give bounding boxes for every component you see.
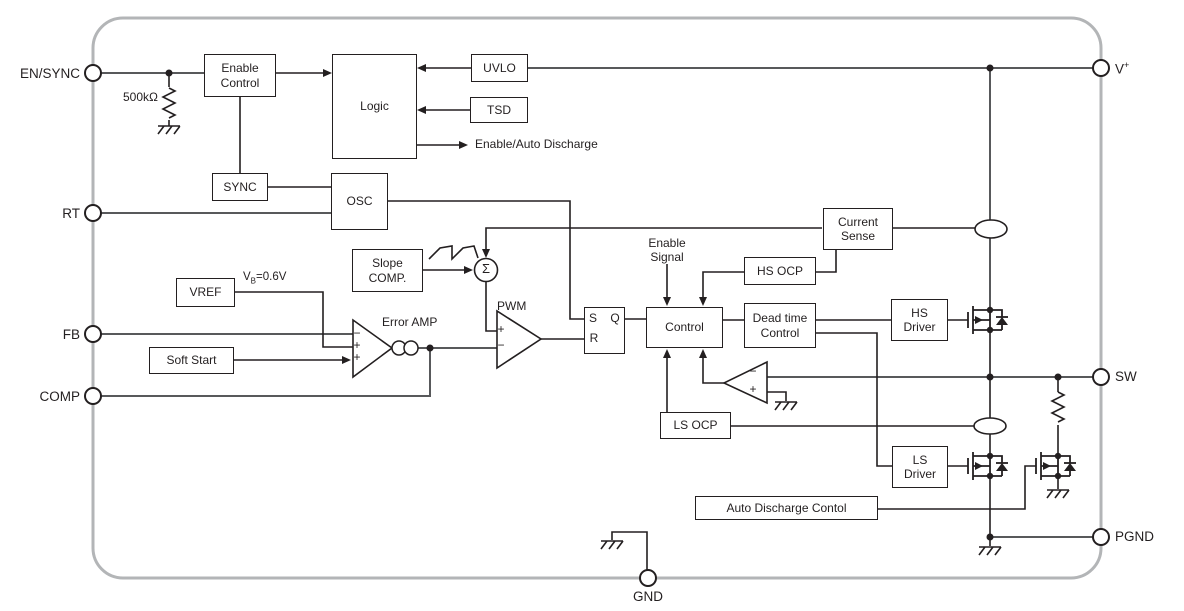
- pin-label-fb: FB: [62, 327, 80, 342]
- pin-sw: [1092, 368, 1110, 386]
- pwm-label: PWM: [497, 299, 527, 313]
- pin-comp: [84, 387, 102, 405]
- latch-r-label: R: [589, 331, 599, 345]
- block-current-sense: Current Sense: [823, 208, 893, 250]
- error-amp-plus-sign: +: [353, 338, 361, 352]
- signal-wires: [168, 67, 1059, 570]
- gm-output-icon: [403, 340, 419, 356]
- pin-label-comp: COMP: [39, 389, 81, 404]
- ls-mosfet: [967, 451, 1009, 481]
- block-soft-start: Soft Start: [149, 347, 234, 374]
- block-enable-control: Enable Control: [204, 54, 276, 97]
- junction-dots: [165, 64, 1062, 541]
- ls-current-sensor-icon: [973, 417, 1007, 435]
- pin-label-en-sync: EN/SYNC: [19, 66, 80, 81]
- sawtooth-waveform-icon: [428, 245, 479, 261]
- latch-s-label: S: [588, 311, 597, 325]
- block-hs-ocp: HS OCP: [744, 257, 816, 285]
- vref-voltage-label: VB=0.6V: [243, 271, 287, 286]
- error-amp-minus-sign: −: [353, 326, 361, 340]
- ic-boundary: [91, 16, 1103, 580]
- pwm-comparator-triangle: [496, 309, 543, 370]
- ground-icon: [978, 546, 1002, 556]
- comparator-minus-sign: −: [749, 364, 757, 378]
- pin-label-rt: RT: [62, 206, 80, 221]
- block-tsd: TSD: [470, 97, 528, 123]
- sw-discharge-resistor: [1051, 391, 1065, 423]
- block-logic: Logic: [332, 54, 417, 159]
- error-amp-label: Error AMP: [382, 315, 438, 329]
- hs-mosfet: [967, 305, 1009, 335]
- pin-gnd: [639, 569, 657, 587]
- pin-label-pgnd: PGND: [1115, 529, 1155, 544]
- block-dead-time-control: Dead time Control: [744, 303, 816, 348]
- block-auto-discharge-control: Auto Discharge Contol: [695, 496, 878, 520]
- package-pins: [84, 59, 1110, 587]
- summing-node-circle: [473, 257, 499, 283]
- pullup-resistor: [162, 87, 176, 119]
- block-sync: SYNC: [212, 173, 268, 201]
- pin-pgnd: [1092, 528, 1110, 546]
- ground-icon: [157, 125, 181, 135]
- block-slope-comp: Slope COMP.: [352, 249, 423, 292]
- arrowheads: [323, 64, 707, 364]
- block-hs-driver: HS Driver: [891, 299, 948, 341]
- sigma-label: Σ: [481, 261, 491, 276]
- block-vref: VREF: [176, 278, 235, 307]
- pwm-minus-sign: −: [497, 338, 505, 352]
- latch-q-label: Q: [610, 311, 620, 325]
- hs-current-sensor-icon: [974, 219, 1008, 239]
- pin-vplus: [1092, 59, 1110, 77]
- block-uvlo: UVLO: [471, 54, 528, 82]
- block-ls-driver: LS Driver: [892, 446, 948, 488]
- error-amp-triangle: [352, 318, 394, 379]
- block-osc: OSC: [331, 173, 388, 230]
- ground-icon: [600, 540, 624, 550]
- pullup-resistor-label: 500kΩ: [123, 90, 158, 104]
- block-sr-latch: [584, 307, 625, 354]
- pin-label-sw: SW: [1115, 369, 1137, 384]
- enable-auto-discharge-label: Enable/Auto Discharge: [475, 137, 598, 151]
- auto-discharge-mosfet: [1035, 451, 1077, 481]
- pin-rt: [84, 204, 102, 222]
- zero-cross-comparator-triangle: [722, 360, 768, 405]
- pin-label-vplus: V+: [1115, 60, 1130, 77]
- block-ls-ocp: LS OCP: [660, 412, 731, 439]
- pin-fb: [84, 325, 102, 343]
- enable-signal-label: Enable Signal: [648, 236, 686, 264]
- pwm-plus-sign: +: [497, 322, 505, 336]
- pin-label-gnd: GND: [633, 589, 663, 604]
- ground-icon: [1046, 489, 1070, 499]
- ground-icon: [774, 401, 798, 411]
- error-amp-plus-sign: +: [353, 350, 361, 364]
- block-control: Control: [646, 307, 723, 348]
- comparator-plus-sign: +: [749, 382, 757, 396]
- pin-en-sync: [84, 64, 102, 82]
